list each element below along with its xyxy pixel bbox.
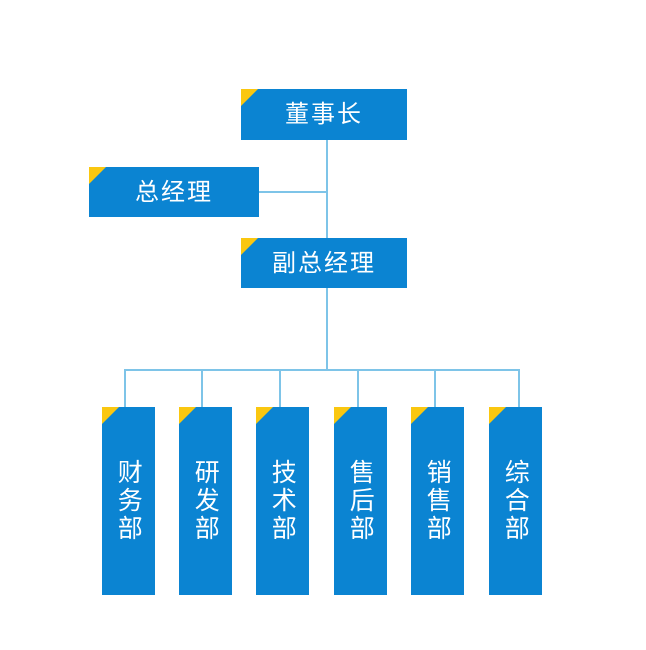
corner-accent-icon [411, 407, 428, 424]
node-department-general-affairs[interactable]: 综合部 [489, 407, 542, 595]
corner-accent-icon [241, 238, 258, 255]
node-department-finance[interactable]: 财务部 [102, 407, 155, 595]
connector-distribution-bar [124, 369, 520, 371]
corner-accent-icon [334, 407, 351, 424]
connector-drop-department-2 [201, 369, 203, 408]
connector-drop-department-5 [434, 369, 436, 408]
node-department-label: 综合部 [501, 459, 531, 543]
connector-branch-general-manager [259, 191, 327, 193]
node-department-label: 销售部 [423, 459, 453, 543]
connector-drop-department-4 [357, 369, 359, 408]
connector-trunk-deputy-to-departments [326, 287, 328, 371]
corner-accent-icon [489, 407, 506, 424]
corner-accent-icon [256, 407, 273, 424]
connector-drop-department-3 [279, 369, 281, 408]
connector-drop-department-1 [124, 369, 126, 408]
connector-drop-department-6 [518, 369, 520, 408]
corner-accent-icon [89, 167, 106, 184]
node-chairman[interactable]: 董事长 [241, 89, 407, 140]
node-department-after-sales[interactable]: 售后部 [334, 407, 387, 595]
node-deputy-general-manager[interactable]: 副总经理 [241, 238, 407, 288]
node-department-label: 技术部 [268, 459, 298, 543]
node-department-label: 财务部 [114, 459, 144, 543]
node-department-rnd[interactable]: 研发部 [179, 407, 232, 595]
node-general-manager-label: 总经理 [135, 177, 213, 206]
node-chairman-label: 董事长 [285, 100, 363, 129]
corner-accent-icon [241, 89, 258, 106]
corner-accent-icon [102, 407, 119, 424]
node-department-label: 售后部 [346, 459, 376, 543]
node-deputy-general-manager-label: 副总经理 [272, 248, 376, 277]
node-general-manager[interactable]: 总经理 [89, 167, 259, 217]
node-department-label: 研发部 [191, 459, 221, 543]
node-department-sales[interactable]: 销售部 [411, 407, 464, 595]
corner-accent-icon [179, 407, 196, 424]
connector-trunk-chairman-to-deputy [326, 139, 328, 239]
node-department-technology[interactable]: 技术部 [256, 407, 309, 595]
